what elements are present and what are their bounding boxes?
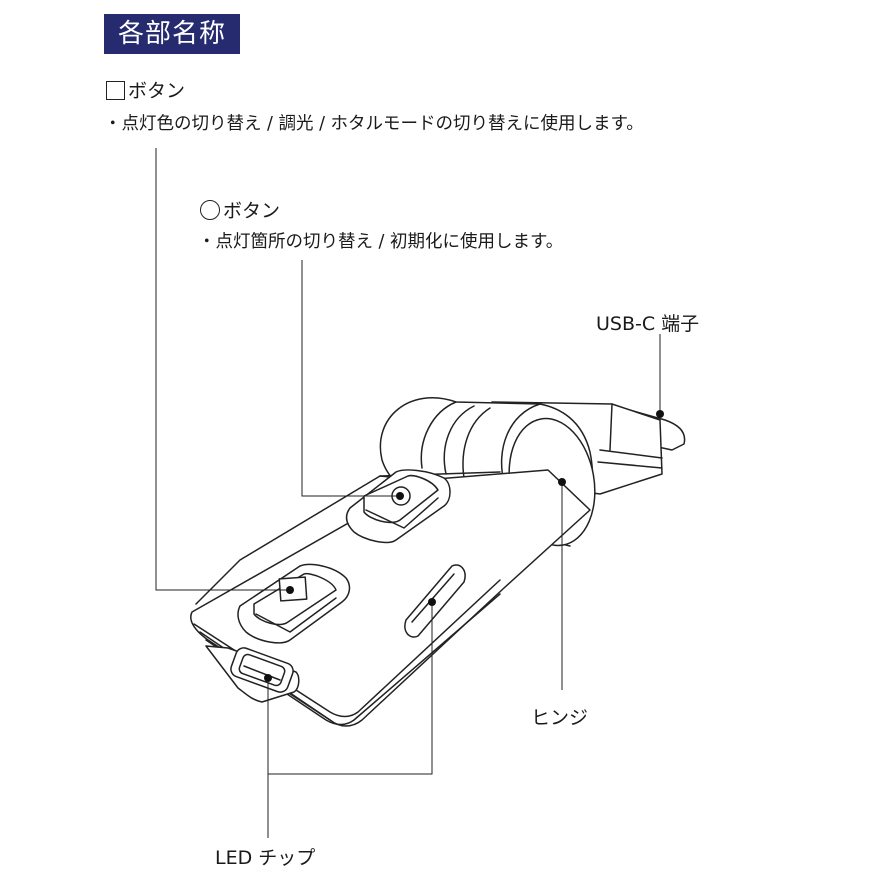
usb-c-marker <box>656 410 664 418</box>
square-button-marker <box>286 586 294 594</box>
hinge-marker <box>558 478 566 486</box>
square-button-leader <box>155 148 290 591</box>
led-chip-marker <box>264 674 272 682</box>
circle-outline-icon <box>200 200 220 220</box>
circle-button-description: ・点灯箇所の切り替え / 初期化に使用します。 <box>198 232 564 252</box>
square-outline-icon <box>106 81 125 100</box>
circle-button-heading: ボタン <box>200 196 280 223</box>
page-title: 各部名称 <box>104 14 240 54</box>
square-button-description: ・点灯色の切り替え / 調光 / ホタルモードの切り替えに使用します。 <box>104 114 644 134</box>
circle-button-label: ボタン <box>223 200 281 222</box>
led-window <box>205 645 300 703</box>
led-chip-callout-label: LED チップ <box>215 847 316 869</box>
side-led-marker <box>428 598 436 606</box>
square-button-heading: ボタン <box>106 76 185 103</box>
callout-lines <box>155 148 661 838</box>
led-chip-branch-leader <box>268 602 433 775</box>
callout-dots <box>264 410 664 682</box>
square-button <box>237 563 351 644</box>
circle-button-leader <box>301 260 400 497</box>
hinge-callout-label: ヒンジ <box>531 707 589 729</box>
square-button-label: ボタン <box>128 80 186 102</box>
usb-c-callout-label: USB-C 端子 <box>596 313 700 335</box>
circle-button-marker <box>396 492 404 500</box>
